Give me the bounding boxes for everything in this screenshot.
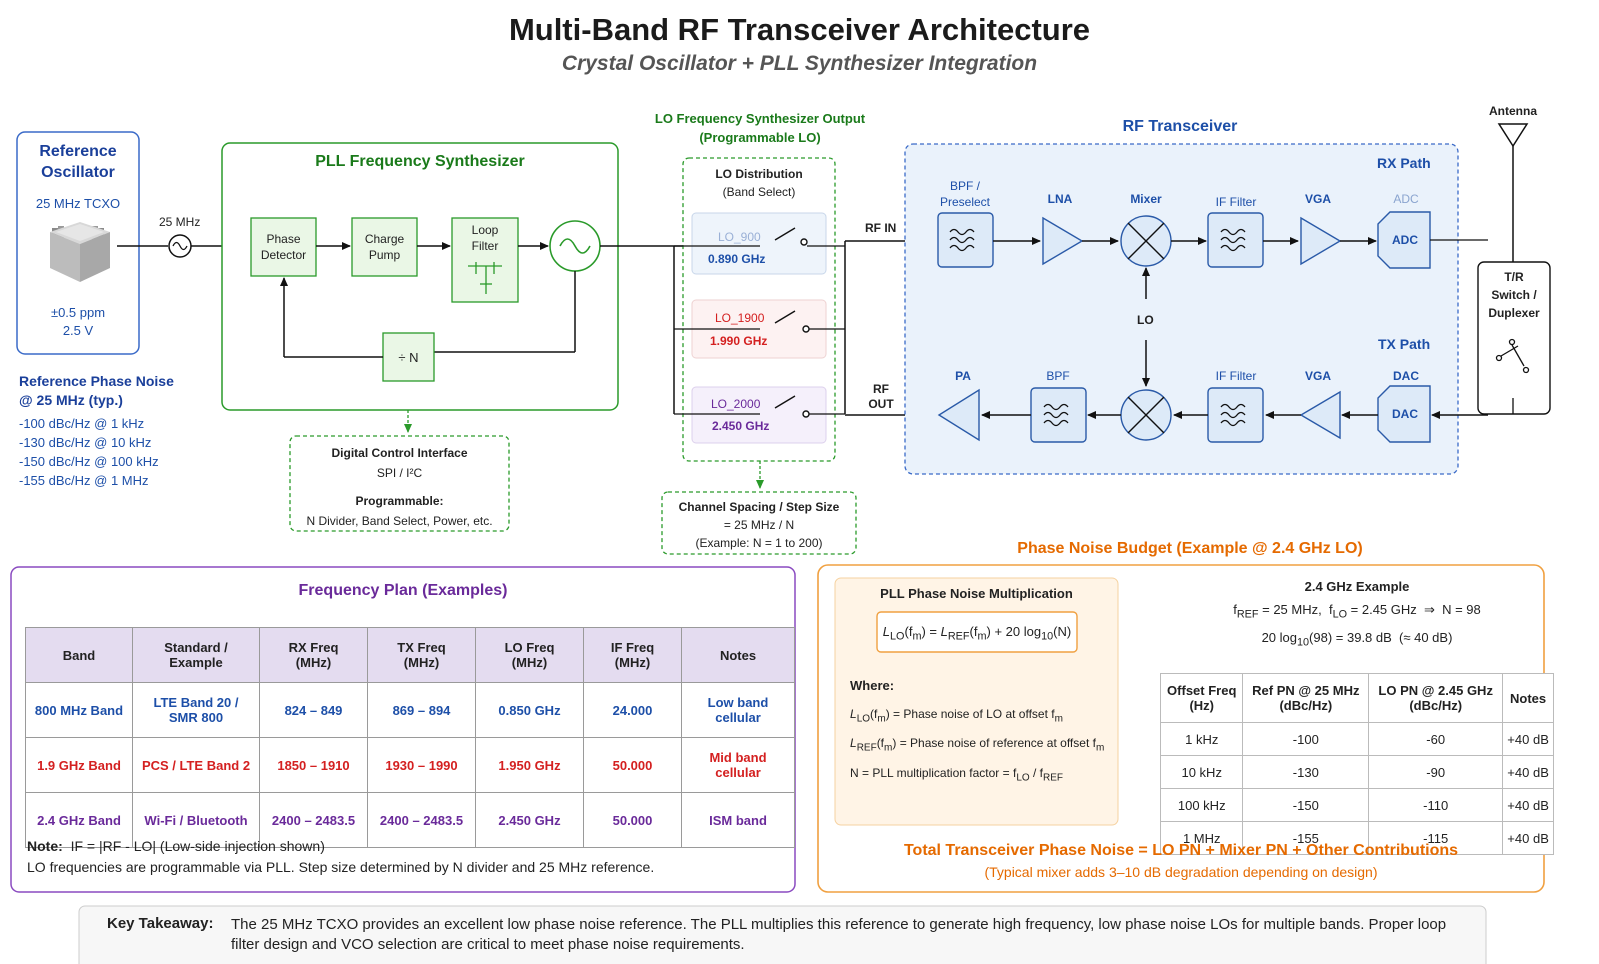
- lna-amplifier-icon: [1042, 216, 1084, 266]
- if-filter-icon: [1220, 228, 1246, 252]
- example-line-1: fREF = 25 MHz, fLO = 2.45 GHz ⇒ N = 98: [1233, 602, 1481, 621]
- col-header: Offset Freq(Hz): [1159, 673, 1244, 723]
- table-row: 1.9 GHz Band PCS / LTE Band 2 1850 – 191…: [25, 737, 795, 793]
- col-header: Band: [25, 627, 133, 683]
- ref-pn-item: -130 dBc/Hz @ 10 kHz: [19, 435, 152, 450]
- table-row: 2.4 GHz Band Wi-Fi / Bluetooth 2400 – 24…: [25, 792, 795, 848]
- lo-1900-name: LO_1900: [715, 311, 765, 325]
- dac-top-label: DAC: [1393, 369, 1419, 383]
- table-row: 10 kHz-130-90+40 dB: [1159, 755, 1554, 789]
- tcxo-voltage: 2.5 V: [62, 323, 94, 338]
- pll-mult-title: PLL Phase Noise Multiplication: [880, 586, 1073, 601]
- where-label: Where:: [850, 678, 895, 693]
- col-header: Notes: [1502, 673, 1554, 723]
- tcxo-chip-icon: [50, 222, 110, 282]
- antenna-icon: [1497, 123, 1529, 148]
- lo-label: LO: [1137, 313, 1154, 327]
- lo-distribution-title: LO Distribution(Band Select): [715, 167, 803, 199]
- tx-path-label: TX Path: [1378, 336, 1431, 352]
- col-header: Standard /Example: [132, 627, 260, 683]
- ref-signal-label: 25 MHz: [159, 215, 201, 229]
- pa-label: PA: [955, 369, 971, 383]
- tr-switch-icon: [1495, 338, 1530, 374]
- rx-path-label: RX Path: [1377, 155, 1431, 171]
- rx-if-filter-label: IF Filter: [1215, 195, 1257, 209]
- pa-amplifier-icon: [937, 388, 980, 442]
- divider-block[interactable]: ÷ N: [398, 349, 419, 365]
- table-row: 100 kHz-150-110+40 dB: [1159, 788, 1554, 822]
- col-header: Ref PN @ 25 MHz(dBc/Hz): [1242, 673, 1370, 723]
- pn-table: Offset Freq(Hz) Ref PN @ 25 MHz(dBc/Hz) …: [1159, 673, 1554, 855]
- total-pn-formula: Total Transceiver Phase Noise = LO PN + …: [903, 842, 1459, 859]
- lna-label: LNA: [1047, 192, 1073, 206]
- col-header: TX Freq(MHz): [367, 627, 476, 683]
- col-header: IF Freq(MHz): [583, 627, 682, 683]
- rf-in-label: RF IN: [865, 221, 897, 235]
- pll-title: PLL Frequency Synthesizer: [315, 153, 525, 170]
- rx-mixer-label: Mixer: [1130, 192, 1162, 206]
- total-pn-note: (Typical mixer adds 3–10 dB degradation …: [984, 864, 1378, 880]
- pn-formula: LLO(fm) = LREF(fm) + 20 log10(N): [882, 624, 1072, 643]
- antenna-label: Antenna: [1489, 104, 1537, 118]
- takeaway-text: The 25 MHz TCXO provides an excellent lo…: [231, 916, 1447, 953]
- ref-pn-title: Reference Phase Noise@ 25 MHz (typ.): [19, 373, 174, 408]
- lo-2000-freq: 2.450 GHz: [712, 419, 770, 433]
- adc-top-label: ADC: [1393, 192, 1419, 206]
- tx-vga-icon: [1299, 390, 1341, 440]
- lo-900-name: LO_900: [718, 230, 761, 244]
- table-header-row: Band Standard /Example RX Freq(MHz) TX F…: [25, 627, 795, 683]
- table-header-row: Offset Freq(Hz) Ref PN @ 25 MHz(dBc/Hz) …: [1159, 673, 1554, 723]
- tx-vga-label: VGA: [1304, 369, 1331, 383]
- table-row: 800 MHz Band LTE Band 20 /SMR 800 824 – …: [25, 682, 795, 738]
- adc-block[interactable]: ADC: [1392, 233, 1418, 247]
- rx-bpf-label: BPF /Preselect: [939, 179, 991, 209]
- freq-plan-note-2: LO frequencies are programmable via PLL.…: [27, 859, 655, 875]
- freq-plan-title: Frequency Plan (Examples): [298, 582, 508, 599]
- pn-budget-title: Phase Noise Budget (Example @ 2.4 GHz LO…: [1017, 540, 1363, 557]
- page-subtitle: Crystal Oscillator + PLL Synthesizer Int…: [561, 52, 1038, 75]
- table-row: 1 MHz-155-115+40 dB: [1159, 821, 1554, 855]
- takeaway-label: Key Takeaway:: [107, 915, 214, 932]
- lo-900-freq: 0.890 GHz: [708, 252, 766, 266]
- example-line-2: 20 log10(98) = 39.8 dB (≈ 40 dB): [1261, 630, 1453, 649]
- tcxo-stability: ±0.5 ppm: [50, 305, 106, 320]
- freq-plan-table: Band Standard /Example RX Freq(MHz) TX F…: [25, 627, 795, 848]
- rx-vga-label: VGA: [1304, 192, 1331, 206]
- tx-bpf-label: BPF: [1046, 369, 1070, 383]
- lo-1900-freq: 1.990 GHz: [710, 334, 768, 348]
- col-header: Notes: [681, 627, 795, 683]
- lo-2000-name: LO_2000: [711, 397, 761, 411]
- where-definitions: LLO(fm) = Phase noise of LO at offset fm…: [850, 707, 1105, 784]
- rx-vga-icon: [1300, 216, 1342, 266]
- col-header: LO Freq(MHz): [475, 627, 584, 683]
- ref-pn-item: -100 dBc/Hz @ 1 kHz: [19, 416, 145, 431]
- digital-control-interface: Digital Control Interface SPI / I²C Prog…: [306, 446, 493, 528]
- lo-output-title: LO Frequency Synthesizer Output(Programm…: [654, 111, 866, 145]
- ref-pn-item: -155 dBc/Hz @ 1 MHz: [19, 473, 149, 488]
- tx-if-filter-label: IF Filter: [1215, 369, 1257, 383]
- rf-transceiver-title: RF Transceiver: [1122, 118, 1238, 135]
- freq-plan-note: Note: IF = |RF - LO| (Low-side injection…: [27, 838, 325, 854]
- page-title: Multi-Band RF Transceiver Architecture: [508, 12, 1091, 47]
- ref-pn-list: -100 dBc/Hz @ 1 kHz -130 dBc/Hz @ 10 kHz…: [19, 414, 159, 490]
- col-header: LO PN @ 2.45 GHz(dBc/Hz): [1368, 673, 1504, 723]
- col-header: RX Freq(MHz): [259, 627, 368, 683]
- loop-filter-icon: [468, 262, 502, 294]
- bpf-filter-icon: [949, 228, 975, 252]
- tcxo-part: 25 MHz TCXO: [35, 196, 121, 211]
- channel-spacing-note: Channel Spacing / Step Size= 25 MHz / N(…: [678, 500, 840, 550]
- example-title: 2.4 GHz Example: [1304, 579, 1410, 594]
- ref-pn-item: -150 dBc/Hz @ 100 kHz: [19, 454, 159, 469]
- dac-block[interactable]: DAC: [1392, 407, 1418, 421]
- table-row: 1 kHz-100-60+40 dB: [1159, 722, 1554, 756]
